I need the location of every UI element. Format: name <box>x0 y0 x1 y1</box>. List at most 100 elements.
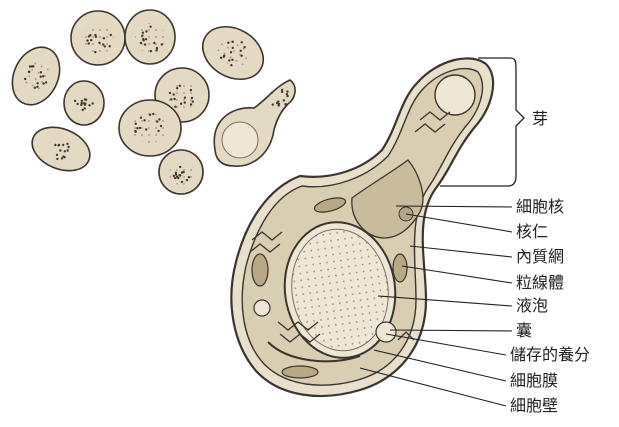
granule-dot <box>240 50 242 52</box>
label-mitochondria: 粒線體 <box>516 274 564 292</box>
granule-dot <box>177 177 179 179</box>
granule-dot <box>175 172 177 174</box>
granule-dot <box>278 104 280 106</box>
granule-dot <box>153 42 155 44</box>
granule-dot <box>67 146 69 148</box>
granule-dot <box>88 104 90 106</box>
small-cell <box>119 100 181 156</box>
granule-dot <box>232 41 234 43</box>
granule-dot <box>42 75 44 77</box>
granule-dot <box>173 175 175 177</box>
granule-dot <box>88 35 90 37</box>
granule-dot <box>271 92 273 94</box>
granule-dot <box>286 95 288 97</box>
small-cell <box>71 11 125 65</box>
granule-dot <box>158 118 160 120</box>
small-budding-cell <box>214 80 295 166</box>
granule-dot <box>36 86 38 88</box>
granule-dot <box>240 55 242 57</box>
granule-dot <box>81 100 83 102</box>
granule-dot <box>140 117 142 119</box>
small-cell <box>193 16 272 90</box>
granule-dot <box>184 101 186 103</box>
label-cell-wall: 細胞壁 <box>510 397 558 415</box>
granule-dot <box>156 47 158 49</box>
granule-dot <box>220 57 222 59</box>
small-cell <box>3 40 68 113</box>
granule-dot <box>134 130 136 132</box>
label-endoplasmic-reticulum: 內質網 <box>516 248 564 266</box>
granule-dot <box>161 43 163 45</box>
label-nucleolus: 核仁 <box>516 223 548 241</box>
granule-dot <box>141 35 143 37</box>
granule-dot <box>28 71 30 73</box>
label-nucleus: 細胞核 <box>516 198 564 216</box>
granule-dot <box>173 93 175 95</box>
granule-dot <box>152 113 154 115</box>
granule-dot <box>230 64 232 66</box>
storage-granule <box>376 322 396 342</box>
granule-dot <box>272 103 274 105</box>
granule-dot <box>142 38 144 40</box>
granule-dot <box>173 98 175 100</box>
granule-dot <box>142 32 144 34</box>
granule-dot <box>56 158 58 160</box>
granule-dot <box>169 92 171 94</box>
granule-dot <box>190 103 192 105</box>
granule-dot <box>227 42 229 44</box>
granule-dot <box>94 51 96 53</box>
label-cell-membrane: 細胞膜 <box>510 372 558 390</box>
label-sac: 囊 <box>516 322 532 340</box>
granule-dot <box>243 46 245 48</box>
granule-dot <box>283 99 285 101</box>
granule-dot <box>42 82 44 84</box>
granule-dot <box>149 114 151 116</box>
granule-dot <box>56 154 58 156</box>
granule-dot <box>98 42 100 44</box>
granule-dot <box>94 34 96 36</box>
granule-dot <box>285 103 287 105</box>
granule-dot <box>157 130 159 132</box>
granule-dot <box>145 128 147 130</box>
granule-dot <box>76 103 78 105</box>
granule-dot <box>54 144 56 146</box>
granule-dot <box>63 156 65 158</box>
granule-dot <box>59 149 61 151</box>
granule-dot <box>186 179 188 181</box>
granule-dot <box>108 45 110 47</box>
granule-dot <box>45 81 47 83</box>
granule-dot <box>170 98 172 100</box>
granule-dot <box>181 181 183 183</box>
granule-dot <box>181 171 183 173</box>
granule-dot <box>84 107 86 109</box>
label-vacuole: 液泡 <box>516 297 548 315</box>
granule-dot <box>104 45 106 47</box>
label-bud: 芽 <box>532 110 548 128</box>
granule-dot <box>156 49 158 51</box>
granule-dot <box>150 50 152 52</box>
storage-granule <box>254 300 270 316</box>
label-storage-nutrient: 儲存的養分 <box>510 346 590 364</box>
granule-dot <box>110 34 112 36</box>
granule-dot <box>139 127 141 129</box>
granule-dot <box>34 87 36 89</box>
granule-dot <box>29 65 31 67</box>
granule-dot <box>179 85 181 87</box>
granule-dot <box>67 149 69 151</box>
granule-dot <box>86 39 88 41</box>
granule-dot <box>61 157 63 159</box>
granule-dot <box>228 59 230 61</box>
granule-dot <box>40 71 42 73</box>
granule-dot <box>178 174 180 176</box>
granule-dot <box>286 90 288 92</box>
leader-line <box>410 246 512 257</box>
granule-dot <box>192 101 194 103</box>
granule-dot <box>191 97 193 99</box>
granule-dot <box>136 127 138 129</box>
granule-dot <box>180 103 182 105</box>
granule-dot <box>24 78 26 80</box>
granule-dot <box>64 150 66 152</box>
small-cell <box>26 119 97 179</box>
granule-dot <box>179 166 181 168</box>
